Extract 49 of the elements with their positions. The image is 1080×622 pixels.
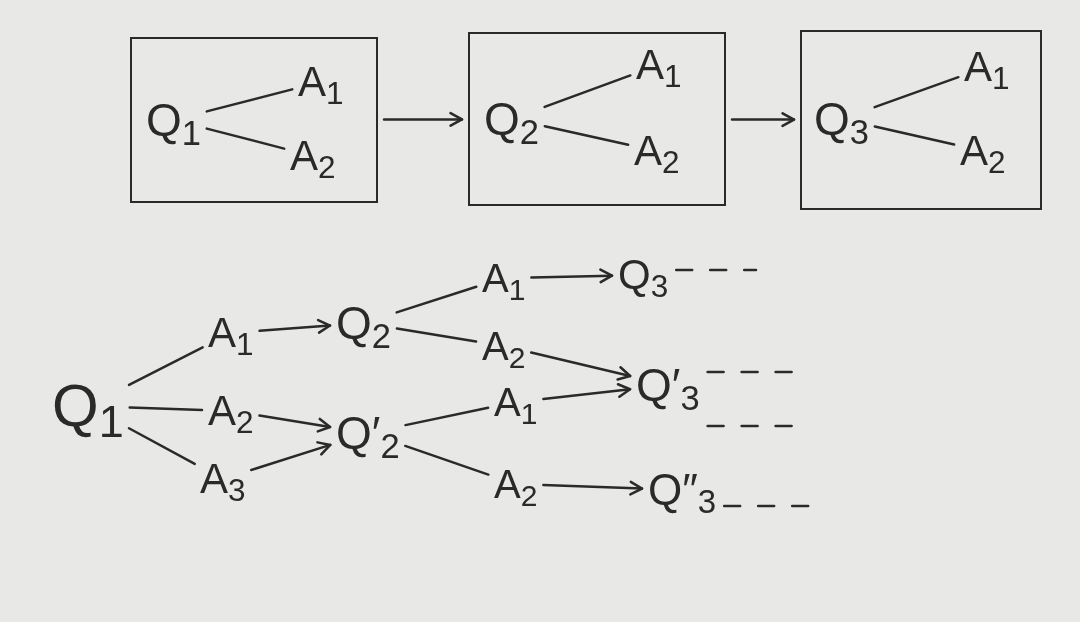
answer-text: A$_{1}$ xyxy=(636,44,682,86)
question-text: Q$_{3}$ xyxy=(814,96,869,142)
connector-line xyxy=(543,74,632,109)
question-text: Q″$_{3}$ xyxy=(648,468,717,512)
connector-line xyxy=(404,406,490,427)
answer-text: A$_{2}$ xyxy=(482,326,526,366)
frame-box xyxy=(130,37,378,203)
dashed-line xyxy=(674,268,758,272)
arrow xyxy=(529,351,632,381)
question-text: Q′$_{2}$ xyxy=(336,410,400,456)
frame-box xyxy=(800,30,1042,210)
connector-line xyxy=(205,88,294,113)
connector-line xyxy=(127,346,204,387)
connector-line xyxy=(873,125,956,146)
answer-text: A$_{1}$ xyxy=(482,258,526,298)
question-text: Q$_{3}$ xyxy=(618,254,669,296)
question-text: Q$_{2}$ xyxy=(336,300,391,346)
question-text: Q′$_{3}$ xyxy=(636,362,700,408)
arrow xyxy=(730,112,796,128)
answer-text: A$_{2}$ xyxy=(208,390,254,432)
connector-line xyxy=(395,285,478,314)
question-text: Q$_{1}$ xyxy=(146,97,201,143)
arrow xyxy=(542,383,632,401)
arrow xyxy=(530,268,614,284)
dashed-line xyxy=(706,370,794,374)
arrow xyxy=(382,111,464,127)
answer-text: A$_{1}$ xyxy=(298,61,344,103)
connector-line xyxy=(205,127,286,150)
frame-box xyxy=(468,32,726,206)
connector-line xyxy=(128,406,204,412)
connector-line xyxy=(543,125,630,146)
connector-line xyxy=(395,327,478,343)
connector-line xyxy=(404,444,490,476)
answer-text: A$_{2}$ xyxy=(494,464,538,504)
answer-text: A$_{3}$ xyxy=(200,458,246,500)
arrow xyxy=(258,318,332,334)
answer-text: A$_{2}$ xyxy=(960,130,1006,172)
question-text: Q$_{2}$ xyxy=(484,96,539,142)
question-text: Q$_{1}$ xyxy=(52,376,124,436)
arrow xyxy=(258,414,332,433)
answer-text: A$_{1}$ xyxy=(494,382,538,422)
arrow xyxy=(542,480,644,496)
answer-text: A$_{2}$ xyxy=(634,130,680,172)
answer-text: A$_{1}$ xyxy=(208,312,254,354)
connector-line xyxy=(873,75,960,109)
answer-text: A$_{2}$ xyxy=(290,135,336,177)
connector-line xyxy=(127,427,196,466)
answer-text: A$_{1}$ xyxy=(964,46,1010,88)
arrow xyxy=(250,441,332,472)
